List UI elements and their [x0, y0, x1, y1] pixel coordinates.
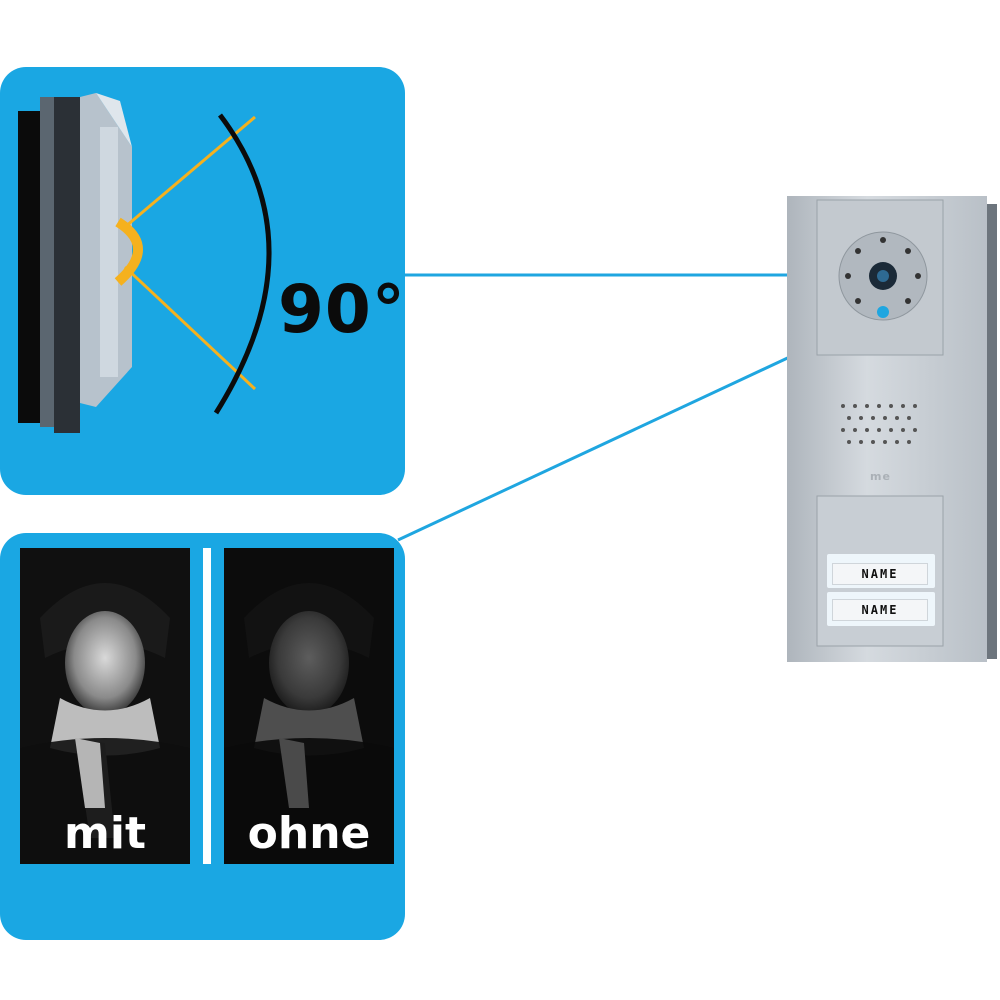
- name-tag-1: NAME: [832, 563, 928, 585]
- viewing-angle-label: 90°: [278, 271, 406, 348]
- label-without: ohne: [247, 807, 371, 859]
- door-station-device: [787, 196, 997, 662]
- portrait-bright-image: [20, 548, 190, 864]
- side-view-illustration: [18, 93, 272, 433]
- photo-with-illumination: mit: [20, 548, 190, 864]
- name-tag-2: NAME: [832, 599, 928, 621]
- brand-logo: me: [870, 470, 891, 483]
- portrait-dark-image: [224, 548, 394, 864]
- field-of-view-panel: 90°: [0, 67, 405, 495]
- photo-without-illumination: ohne: [224, 548, 394, 864]
- label-with: mit: [64, 807, 146, 859]
- photo-divider: [203, 548, 211, 864]
